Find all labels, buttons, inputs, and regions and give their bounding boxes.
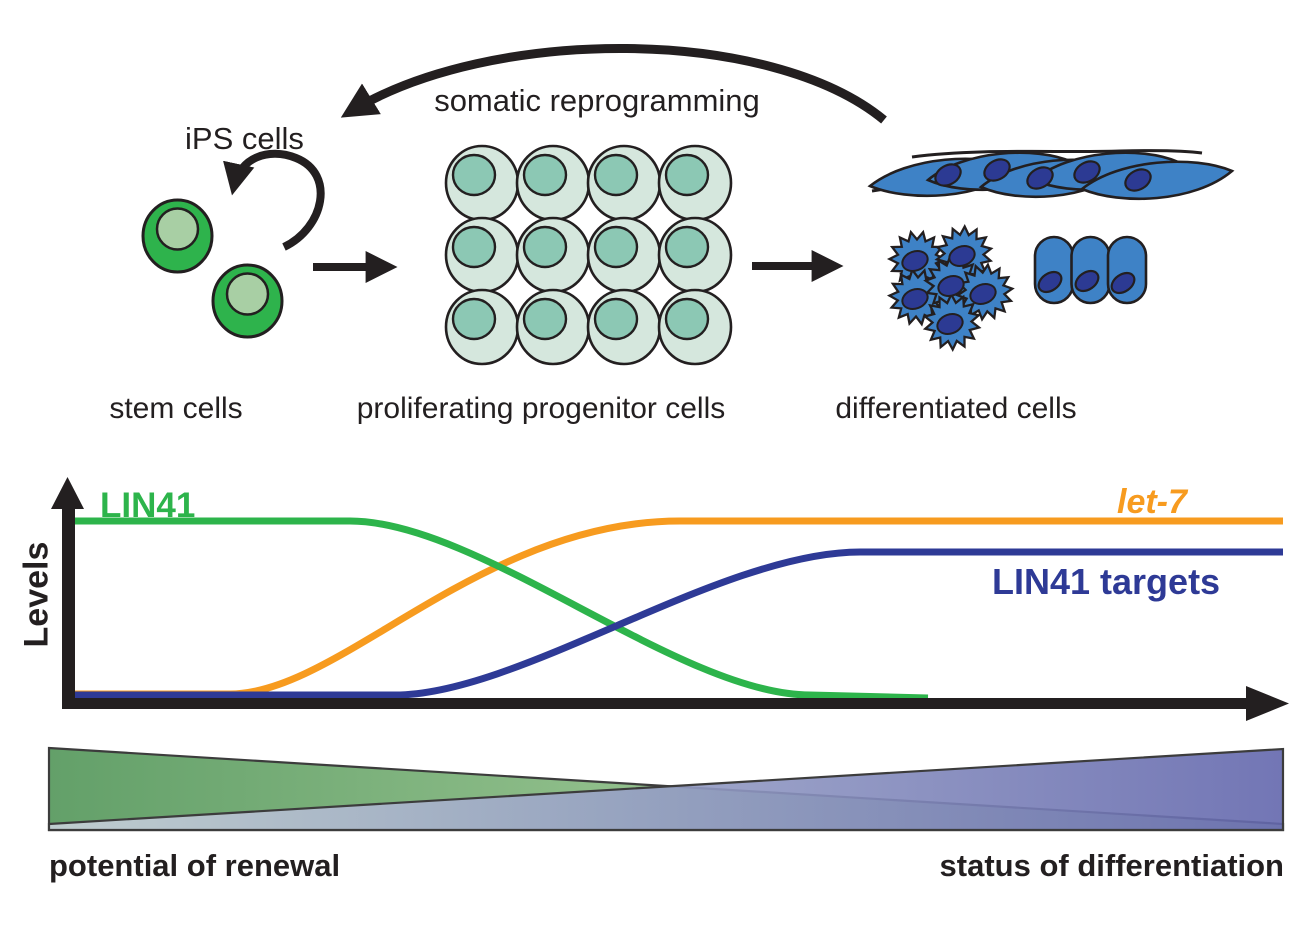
stem-cells-group bbox=[141, 198, 284, 339]
progenitor-nucleus bbox=[451, 297, 497, 341]
progenitor-nucleus bbox=[522, 153, 568, 197]
progenitor-nucleus bbox=[522, 225, 568, 269]
progenitor-nucleus bbox=[451, 225, 497, 269]
star-nucleus bbox=[969, 283, 997, 305]
somatic-reprogramming-label: somatic reprogramming bbox=[434, 83, 760, 118]
let7-curve bbox=[75, 517, 1283, 698]
gradient-wedges bbox=[47, 746, 1285, 832]
columnar-cell bbox=[1033, 235, 1075, 305]
lin41-targets-series-label: LIN41 targets bbox=[992, 561, 1221, 602]
progenitor-cells-label: proliferating progenitor cells bbox=[356, 392, 726, 425]
x-axis-arrowhead-icon bbox=[1246, 686, 1289, 721]
spindle-nucleus bbox=[1026, 166, 1054, 190]
stem-cell-nucleus bbox=[155, 207, 200, 251]
star-nucleus bbox=[936, 313, 964, 335]
y-axis-label: Levels bbox=[17, 541, 56, 648]
somatic-reprogramming-arrow bbox=[340, 43, 887, 124]
y-axis bbox=[62, 492, 75, 709]
columnar-nucleus bbox=[1037, 270, 1063, 294]
spindle-nucleus bbox=[983, 158, 1011, 182]
stem-cells-label: stem cells bbox=[109, 392, 243, 425]
ips-cells-label: iPS cells bbox=[185, 121, 304, 156]
x-axis bbox=[63, 698, 1248, 709]
columnar-cells-group bbox=[1033, 235, 1148, 305]
stem-cell-nucleus bbox=[225, 272, 270, 316]
progenitor-nucleus bbox=[664, 153, 710, 197]
ips-self-renewal-arrow bbox=[223, 149, 325, 251]
columnar-nucleus bbox=[1110, 271, 1136, 295]
spindle-nucleus bbox=[1124, 168, 1152, 192]
spindle-cell bbox=[1079, 160, 1235, 201]
progenitor-nucleus bbox=[522, 297, 568, 341]
potential-of-renewal-label: potential of renewal bbox=[49, 848, 341, 883]
lin41-targets-curve bbox=[75, 548, 1283, 699]
lin41-series-label: LIN41 bbox=[100, 486, 196, 525]
progenitor-cell-grid bbox=[444, 144, 733, 366]
lin41-curve bbox=[75, 517, 929, 702]
spindle-top-line bbox=[911, 149, 1203, 159]
progenitor-nucleus bbox=[593, 297, 639, 341]
star-nucleus bbox=[901, 288, 929, 310]
progenitor-nucleus bbox=[664, 225, 710, 269]
columnar-cell bbox=[1106, 235, 1148, 305]
star-nucleus bbox=[901, 250, 929, 272]
differentiated-cells-label: differentiated cells bbox=[835, 392, 1077, 425]
y-axis-arrowhead-icon bbox=[51, 477, 84, 509]
progenitor-nucleus bbox=[451, 153, 497, 197]
star-cell-cluster bbox=[886, 223, 1015, 353]
columnar-nucleus bbox=[1074, 269, 1100, 293]
star-nucleus bbox=[937, 275, 965, 297]
spindle-nucleus bbox=[1073, 160, 1101, 184]
differentiation-wedge bbox=[47, 747, 1285, 832]
progenitor-nucleus bbox=[593, 225, 639, 269]
star-nucleus bbox=[948, 245, 976, 267]
spindle-nucleus bbox=[934, 163, 962, 187]
status-of-differentiation-label: status of differentiation bbox=[939, 848, 1284, 883]
progenitor-nucleus bbox=[593, 153, 639, 197]
let7-series-label: let-7 bbox=[1117, 483, 1187, 521]
progenitor-nucleus bbox=[664, 297, 710, 341]
spindle-cell-sheet bbox=[867, 149, 1235, 201]
levels-chart bbox=[51, 477, 1289, 721]
